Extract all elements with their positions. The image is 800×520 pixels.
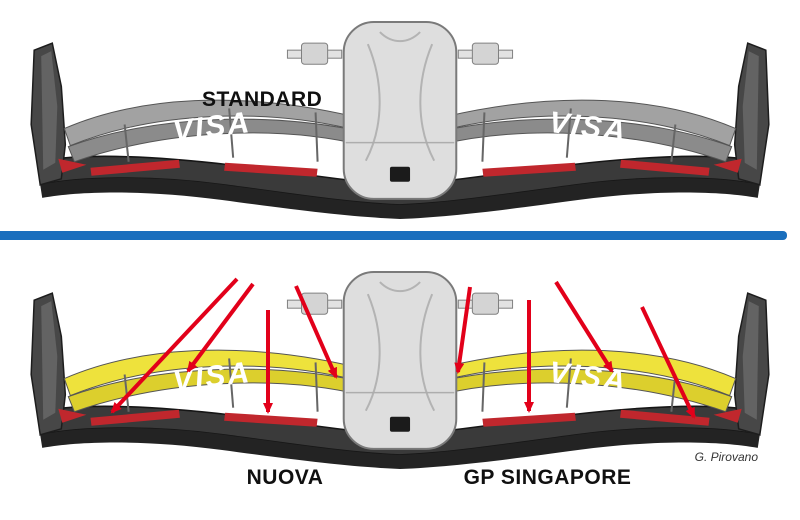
illustrator-credit: G. Pirovano — [694, 450, 758, 464]
divider-bar — [0, 231, 787, 240]
standard-wing-panel: STANDARD — [0, 0, 800, 231]
nuova-label: NUOVA — [246, 466, 324, 489]
standard-label: STANDARD — [202, 88, 323, 111]
gp-singapore-label: GP SINGAPORE — [463, 466, 632, 489]
nuova-front-wing-drawing — [28, 270, 772, 471]
standard-front-wing-drawing — [28, 20, 772, 221]
